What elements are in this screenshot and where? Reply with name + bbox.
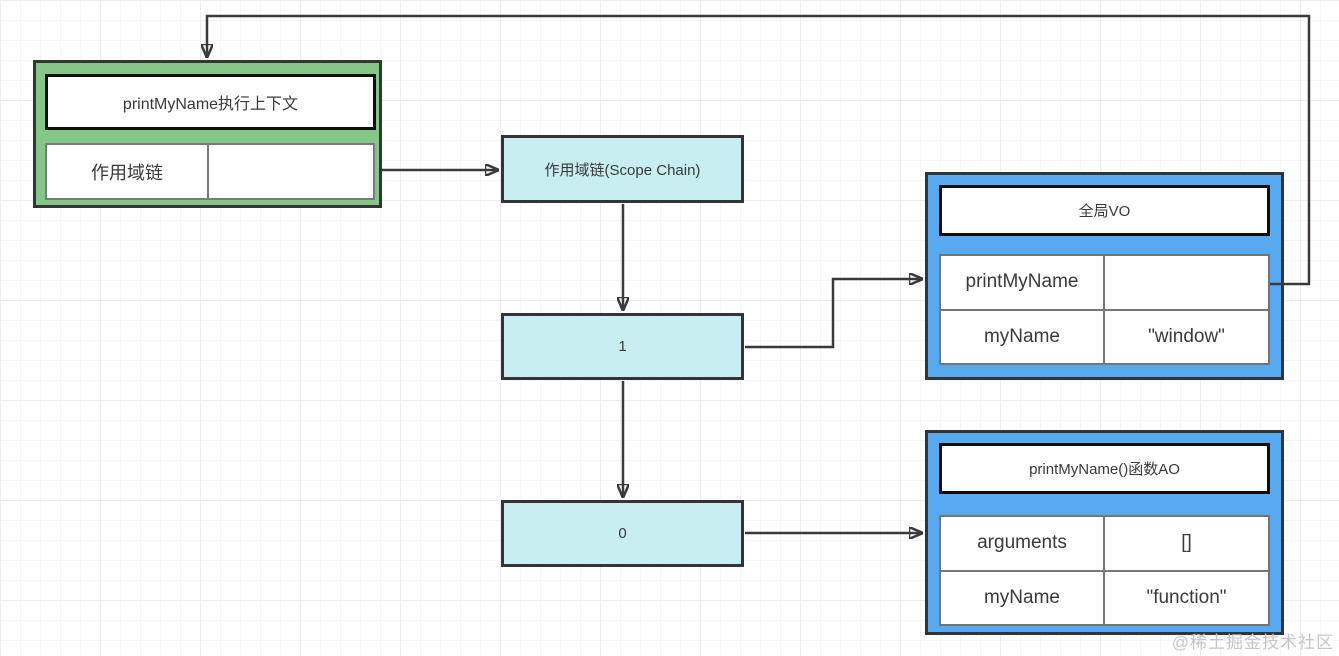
function-ao-row0-value: [] [1181, 532, 1192, 554]
edge-1-to-globalvo [745, 279, 922, 349]
node-function-ao: printMyName()函数AO arguments [] myName "f… [925, 430, 1284, 635]
function-ao-title: printMyName()函数AO [939, 443, 1270, 494]
node-scope-index-1: 1 [501, 313, 744, 380]
execution-context-scope-row: 作用域链 [45, 143, 375, 200]
global-vo-row1-key: myName [941, 310, 1105, 363]
global-vo-title: 全局VO [939, 185, 1270, 236]
table-row: printMyName [941, 256, 1268, 309]
node-global-vo: 全局VO printMyName myName "window" [925, 172, 1284, 380]
node-scope-chain: 作用域链(Scope Chain) [501, 135, 744, 203]
function-ao-row0-key: arguments [941, 517, 1105, 570]
function-ao-row1-key: myName [941, 571, 1105, 624]
global-vo-table: printMyName myName "window" [939, 254, 1270, 365]
function-ao-row1-value: "function" [1146, 586, 1227, 608]
global-vo-row0-value [1105, 256, 1268, 309]
node-execution-context: printMyName执行上下文 作用域链 [33, 60, 382, 208]
global-vo-row0-key: printMyName [941, 256, 1105, 309]
watermark: @稀土掘金技术社区 [1171, 633, 1334, 652]
function-ao-table: arguments [] myName "function" [939, 515, 1270, 626]
table-row: arguments [] [941, 517, 1268, 570]
node-scope-index-0: 0 [501, 500, 744, 567]
execution-context-title: printMyName执行上下文 [45, 74, 376, 130]
scope-chain-value-cell [209, 145, 373, 198]
table-row: myName "window" [941, 308, 1268, 363]
table-row: myName "function" [941, 569, 1268, 624]
scope-chain-key-cell: 作用域链 [47, 145, 209, 198]
global-vo-row1-value: "window" [1148, 325, 1225, 347]
